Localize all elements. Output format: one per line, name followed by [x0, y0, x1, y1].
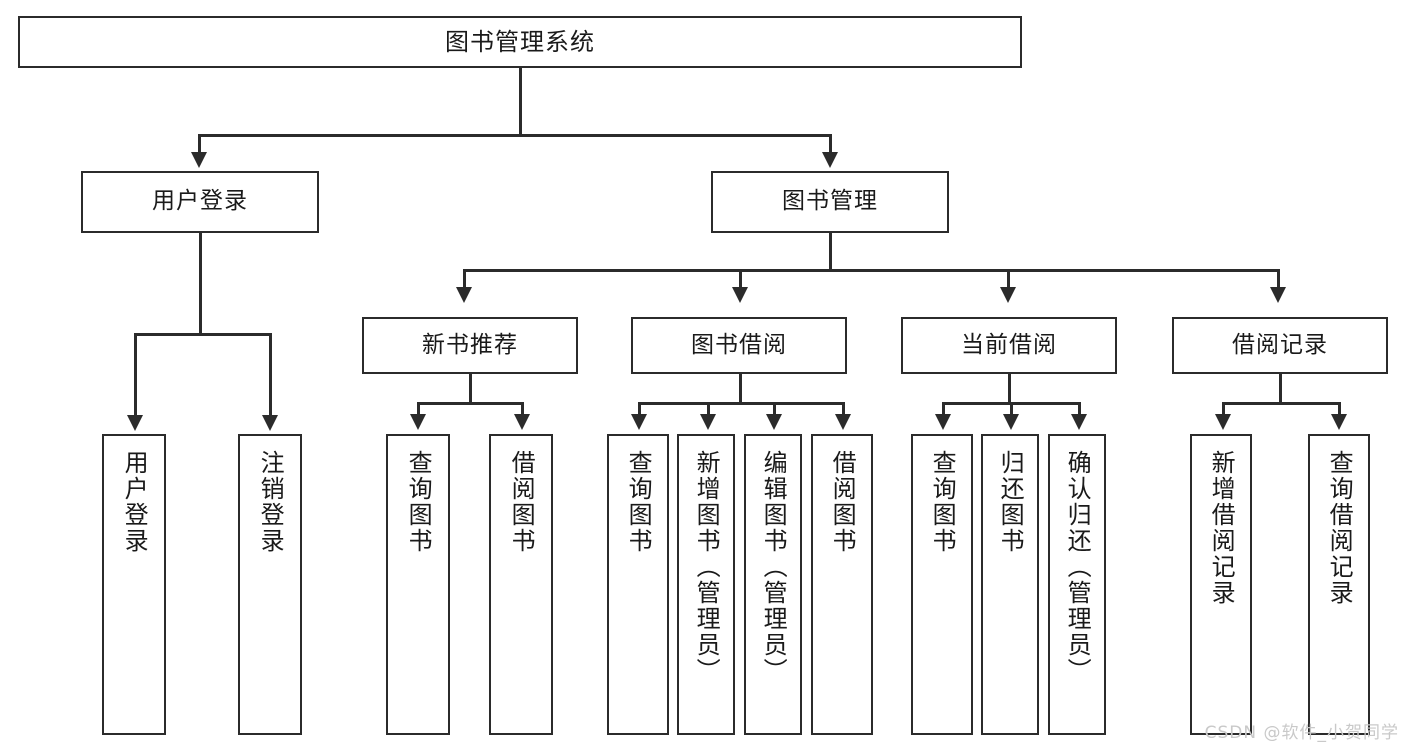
connector-book-borrow-to-leaf-4 [842, 402, 845, 416]
connector-root-stem [519, 68, 522, 136]
connector-user-login-bar [134, 333, 271, 336]
arrowhead-book-borrow-to-leaf-3 [766, 414, 782, 430]
connector-borrow-record-to-leaf-1 [1222, 402, 1225, 416]
connector-book-mgmt-bar [463, 269, 1279, 272]
node-label: 当前借阅 [961, 331, 1057, 358]
node-label: 新书推荐 [422, 331, 518, 358]
csdn-watermark: CSDN @软件_小贺同学 [1204, 723, 1399, 743]
node-label: 用户登录 [120, 450, 149, 554]
arrowhead-book-mgmt-to-current-borrow [1000, 287, 1016, 303]
node-label: 新增借阅记录 [1207, 450, 1236, 606]
arrowhead-current-borrow-to-leaf-2 [1003, 414, 1019, 430]
arrowhead-user-login-to-leaf-1 [127, 415, 143, 431]
arrowhead-borrow-record-to-leaf-2 [1331, 414, 1347, 430]
node-book-management[interactable]: 图书管理 [711, 171, 949, 233]
connector-book-borrow-to-leaf-3 [773, 402, 776, 416]
connector-user-login-to-leaf-1 [134, 333, 137, 417]
connector-book-mgmt-to-borrow-record [1277, 269, 1280, 289]
leaf-new-book-borrow[interactable]: 借阅图书 [489, 434, 553, 735]
connector-borrow-record-bar [1222, 402, 1340, 405]
node-label: 图书管理 [782, 188, 878, 215]
leaf-current-return-book[interactable]: 归还图书 [981, 434, 1039, 735]
arrowhead-new-book-to-leaf-2 [514, 414, 530, 430]
node-label: 用户登录 [152, 188, 248, 215]
connector-root-bar [198, 134, 831, 137]
node-label: 查询借阅记录 [1325, 450, 1354, 606]
leaf-current-query-book[interactable]: 查询图书 [911, 434, 973, 735]
leaf-record-query[interactable]: 查询借阅记录 [1308, 434, 1370, 735]
arrowhead-book-borrow-to-leaf-2 [700, 414, 716, 430]
connector-current-borrow-to-leaf-1 [942, 402, 945, 416]
leaf-logout[interactable]: 注销登录 [238, 434, 302, 735]
node-label: 借阅图书 [828, 450, 857, 554]
connector-new-book-stem [469, 374, 472, 404]
arrowhead-book-borrow-to-leaf-4 [835, 414, 851, 430]
arrowhead-book-mgmt-to-borrow-record [1270, 287, 1286, 303]
connector-user-login-stem [199, 233, 202, 335]
leaf-current-confirm-return-admin[interactable]: 确认归还（管理员） [1048, 434, 1106, 735]
node-label: 归还图书 [996, 450, 1025, 554]
connector-book-borrow-bar [638, 402, 844, 405]
connector-book-mgmt-to-current-borrow [1007, 269, 1010, 289]
node-label: 查询图书 [928, 450, 957, 554]
connector-book-mgmt-stem [829, 233, 832, 271]
node-root-system[interactable]: 图书管理系统 [18, 16, 1022, 68]
leaf-borrow-query-book[interactable]: 查询图书 [607, 434, 669, 735]
leaf-user-login[interactable]: 用户登录 [102, 434, 166, 735]
leaf-borrow-borrow-book[interactable]: 借阅图书 [811, 434, 873, 735]
connector-new-book-to-leaf-1 [417, 402, 420, 416]
node-label: 图书借阅 [691, 331, 787, 358]
node-label: 确认归还（管理员） [1063, 450, 1092, 684]
connector-new-book-to-leaf-2 [521, 402, 524, 416]
leaf-borrow-add-book-admin[interactable]: 新增图书（管理员） [677, 434, 735, 735]
connector-book-mgmt-to-new-book [463, 269, 466, 289]
connector-current-borrow-stem [1008, 374, 1011, 404]
node-book-borrow[interactable]: 图书借阅 [631, 317, 847, 374]
connector-current-borrow-to-leaf-3 [1078, 402, 1081, 416]
arrowhead-book-mgmt-to-new-book [456, 287, 472, 303]
connector-current-borrow-to-leaf-2 [1010, 402, 1013, 416]
node-new-book-recommend[interactable]: 新书推荐 [362, 317, 578, 374]
connector-user-login-to-leaf-2 [269, 333, 272, 417]
arrowhead-current-borrow-to-leaf-1 [935, 414, 951, 430]
node-borrow-record[interactable]: 借阅记录 [1172, 317, 1388, 374]
arrowhead-book-borrow-to-leaf-1 [631, 414, 647, 430]
arrowhead-book-mgmt-to-borrow-book [732, 287, 748, 303]
node-user-login[interactable]: 用户登录 [81, 171, 319, 233]
arrowhead-borrow-record-to-leaf-1 [1215, 414, 1231, 430]
connector-borrow-record-stem [1279, 374, 1282, 404]
node-current-borrow[interactable]: 当前借阅 [901, 317, 1117, 374]
node-label: 新增图书（管理员） [692, 450, 721, 684]
node-label: 借阅记录 [1232, 331, 1328, 358]
connector-book-borrow-to-leaf-1 [638, 402, 641, 416]
leaf-record-add[interactable]: 新增借阅记录 [1190, 434, 1252, 735]
arrowhead-user-login-to-leaf-2 [262, 415, 278, 431]
connector-book-mgmt-to-borrow-book [739, 269, 742, 289]
node-label: 查询图书 [624, 450, 653, 554]
node-label: 编辑图书（管理员） [759, 450, 788, 684]
connector-borrow-record-to-leaf-2 [1338, 402, 1341, 416]
connector-book-borrow-to-leaf-2 [707, 402, 710, 416]
node-label: 图书管理系统 [445, 27, 595, 56]
arrowhead-new-book-to-leaf-1 [410, 414, 426, 430]
arrowhead-root-to-book-mgmt [822, 152, 838, 168]
connector-root-to-book-mgmt [829, 134, 832, 154]
node-label: 借阅图书 [507, 450, 536, 554]
leaf-borrow-edit-book-admin[interactable]: 编辑图书（管理员） [744, 434, 802, 735]
node-label: 查询图书 [404, 450, 433, 554]
arrowhead-root-to-user-login [191, 152, 207, 168]
arrowhead-current-borrow-to-leaf-3 [1071, 414, 1087, 430]
connector-new-book-bar [417, 402, 523, 405]
connector-root-to-user-login [198, 134, 201, 154]
leaf-new-book-query[interactable]: 查询图书 [386, 434, 450, 735]
connector-book-borrow-stem [739, 374, 742, 404]
node-label: 注销登录 [256, 450, 285, 554]
